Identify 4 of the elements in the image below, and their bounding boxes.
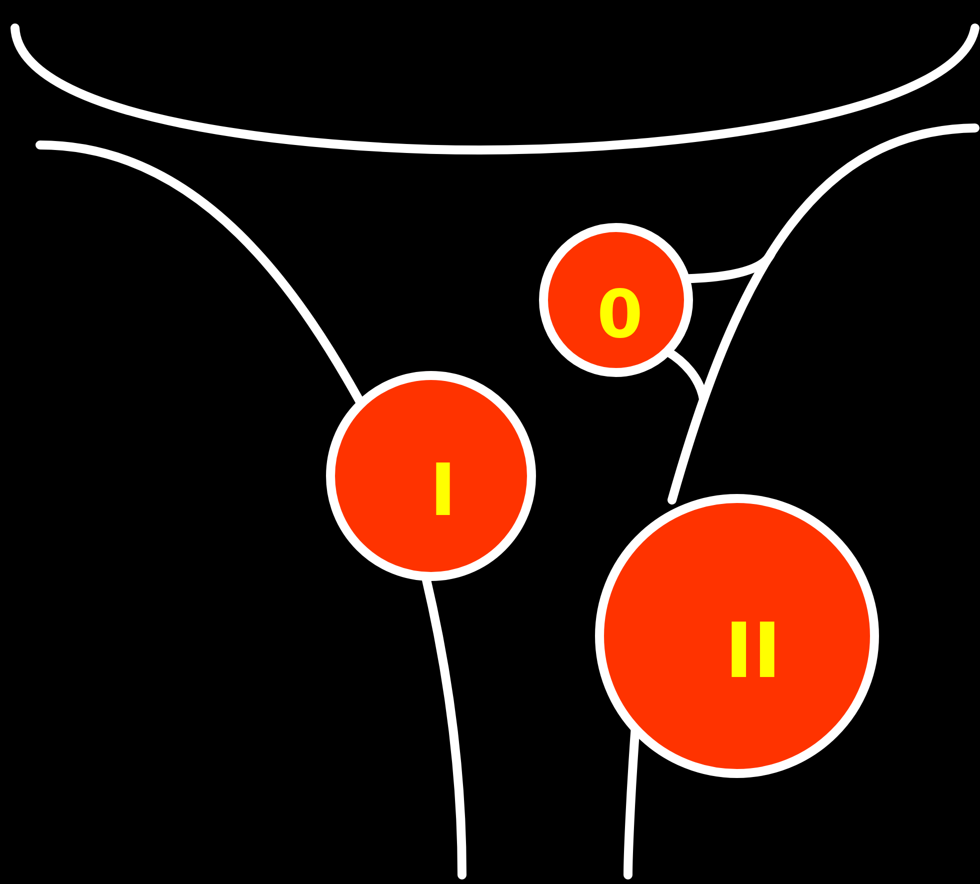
numbered-circle: 0 (539, 223, 693, 377)
curve-line (668, 124, 980, 504)
numbered-circle: I (326, 371, 536, 581)
numbered-circle: II (595, 494, 879, 778)
